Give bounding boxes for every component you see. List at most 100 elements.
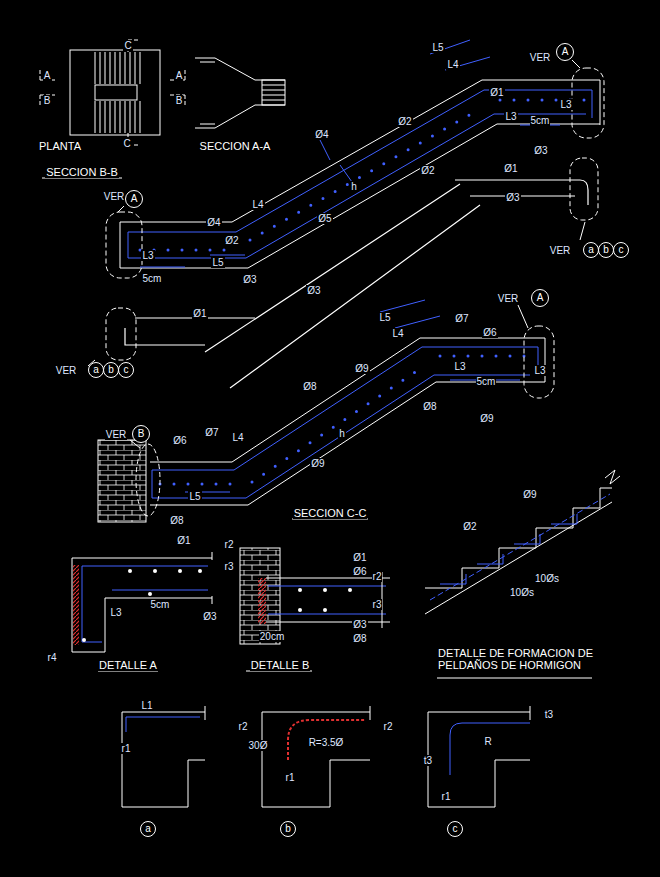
dimension-label: 20cm	[259, 631, 285, 642]
dimension-label: Ø1	[352, 552, 367, 563]
detail-reference-circle: A	[556, 43, 574, 61]
dimension-label: L1	[140, 700, 153, 711]
detail-b	[240, 548, 390, 671]
step-detail	[425, 470, 620, 678]
dimension-label: B	[175, 95, 184, 106]
reference-letter: A	[131, 194, 138, 204]
dimension-label: Ø8	[169, 515, 184, 526]
section-title: DETALLE DE FORMACION DE PELDAÑOS DE HORM…	[437, 647, 604, 671]
dimension-label: 5cm	[476, 376, 497, 387]
section-title: DETALLE A	[98, 659, 158, 671]
dimension-label: Ø3	[306, 285, 321, 296]
dimension-label: Ø1	[192, 308, 207, 319]
reference-letter: b	[603, 245, 609, 255]
dimension-label: Ø8	[352, 633, 367, 644]
dimension-label: L5	[378, 312, 391, 323]
dimension-label: t3	[423, 755, 433, 766]
dimension-label: L4	[446, 59, 459, 70]
dimension-label: L3	[533, 365, 546, 376]
dimension-label: VER	[497, 293, 520, 304]
detail-reference-circle: c	[613, 242, 629, 258]
dimension-label: Ø3	[352, 619, 367, 630]
dimension-label: Ø3	[202, 611, 217, 622]
dimension-label: h	[350, 181, 358, 192]
dimension-label: Ø9	[522, 489, 537, 500]
dimension-label: Ø7	[204, 427, 219, 438]
section-title: SECCION B-B	[45, 166, 119, 178]
dimension-label: Ø1	[176, 535, 191, 546]
dimension-label: L3	[559, 99, 572, 110]
reference-letter: c	[619, 245, 624, 255]
dimension-label: Ø8	[422, 401, 437, 412]
reference-letter: A	[562, 47, 569, 57]
section-title: PLANTA	[38, 140, 82, 152]
dimension-label: Ø3	[505, 192, 520, 203]
dimension-label: Ø1	[489, 87, 504, 98]
reference-letter: B	[138, 429, 145, 439]
dimension-label: C	[122, 138, 131, 149]
dimension-label: r2	[372, 571, 383, 582]
dimension-label: r2	[224, 539, 235, 550]
dimension-label: Ø6	[352, 566, 367, 577]
dimension-label: L3	[453, 361, 466, 372]
anchorage-details	[122, 706, 530, 807]
dimension-label: r1	[121, 743, 132, 754]
dimension-label: Ø9	[310, 458, 325, 469]
dimension-label: 5cm	[142, 273, 163, 284]
dimension-label: L5	[211, 257, 224, 268]
dimension-label: Ø9	[479, 413, 494, 424]
dimension-label: L5	[188, 491, 201, 502]
dimension-label: VER	[103, 191, 126, 202]
dimension-label: B	[43, 95, 52, 106]
dimension-label: VER	[55, 365, 78, 376]
dimension-label: VER	[105, 429, 128, 440]
dimension-label: Ø6	[172, 435, 187, 446]
detail-reference-circle: B	[132, 425, 150, 443]
detail-reference-circle: A	[125, 190, 143, 208]
section-title: DETALLE B	[250, 659, 311, 671]
reference-letter: A	[537, 293, 544, 303]
detail-reference-circle: A	[531, 289, 549, 307]
dimension-label: r1	[285, 772, 296, 783]
dimension-label: Ø7	[454, 313, 469, 324]
dimension-label: r3	[224, 561, 235, 572]
dimension-label: r3	[372, 599, 383, 610]
dimension-label: 30Ø	[248, 740, 269, 751]
dimension-label: L4	[391, 328, 404, 339]
dimension-label: Ø1	[503, 163, 518, 174]
dimension-label: t3	[544, 709, 554, 720]
dimension-label: A	[175, 70, 184, 81]
plan-view	[40, 40, 185, 145]
dimension-label: Ø3	[533, 145, 548, 156]
detail-reference-circle: c	[118, 362, 134, 378]
dimension-label: A	[43, 70, 52, 81]
title-underlines	[42, 151, 368, 519]
dimension-label: L4	[231, 432, 244, 443]
reference-letter: a	[93, 365, 99, 375]
section-title: SECCION A-A	[199, 140, 272, 152]
dimension-label: L3	[109, 607, 122, 618]
dimension-label: r1	[441, 791, 452, 802]
section-a-a	[195, 58, 285, 128]
dimension-label: Ø4	[314, 129, 329, 140]
reference-letter: a	[588, 245, 594, 255]
dimension-label: Ø2	[420, 165, 435, 176]
dimension-label: R=3.5Ø	[308, 737, 345, 748]
detail-reference-circle: a	[583, 242, 599, 258]
detail-reference-circle: b	[280, 821, 296, 837]
detail-reference-circle: a	[140, 821, 156, 837]
dimension-label: r2	[238, 721, 249, 732]
detail-reference-circle: b	[598, 242, 614, 258]
dimension-label: Ø9	[354, 363, 369, 374]
dimension-label: L5	[431, 42, 444, 53]
dimension-label: Ø8	[302, 381, 317, 392]
reference-letter: c	[453, 824, 458, 834]
dimension-label: 10Øs	[509, 587, 535, 598]
detail-a	[72, 552, 212, 671]
bar-shapes	[88, 158, 598, 388]
detail-reference-circle: c	[447, 821, 463, 837]
dimension-label: Ø3	[242, 274, 257, 285]
dimension-label: VER	[549, 245, 572, 256]
detail-reference-circle: b	[103, 362, 119, 378]
